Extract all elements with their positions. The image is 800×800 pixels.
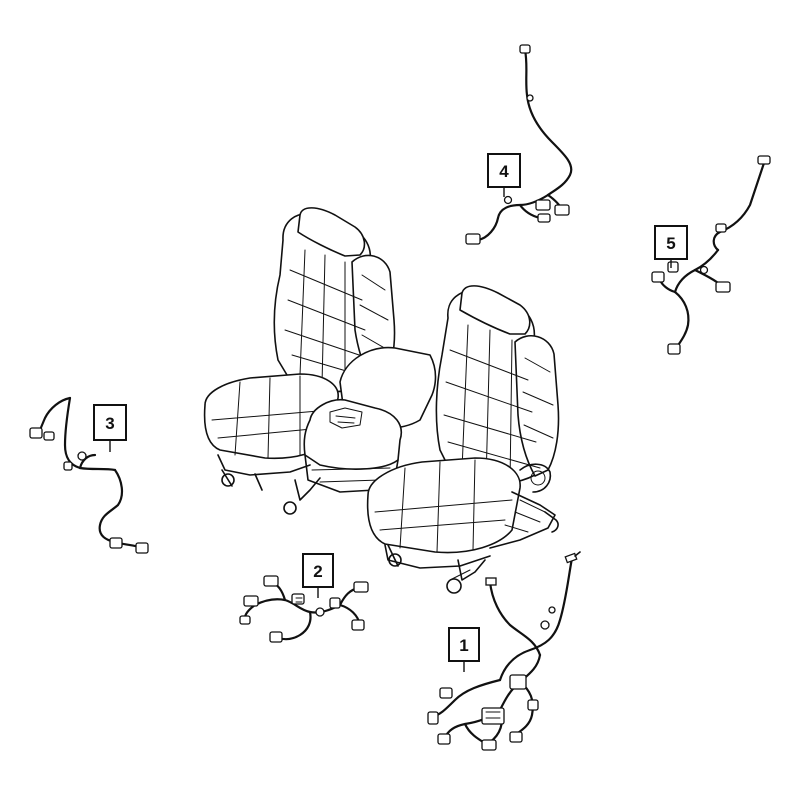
callout-label: 5 <box>666 234 675 253</box>
harness-2 <box>239 575 369 643</box>
callout-4: 4 <box>487 153 521 197</box>
seat-assembly <box>203 207 560 594</box>
harness-3 <box>29 396 149 554</box>
callout-2: 2 <box>302 553 334 598</box>
callout-3: 3 <box>93 404 127 452</box>
right-seat <box>366 285 560 594</box>
harness-4 <box>465 44 573 245</box>
center-console <box>303 346 437 493</box>
callout-label: 4 <box>499 162 509 181</box>
callout-label: 1 <box>459 636 468 655</box>
harness-1 <box>427 551 581 751</box>
harness-5 <box>651 155 771 355</box>
callout-1: 1 <box>448 627 480 672</box>
callout-5: 5 <box>654 225 688 268</box>
callout-label: 3 <box>105 414 114 433</box>
callout-label: 2 <box>313 562 322 581</box>
